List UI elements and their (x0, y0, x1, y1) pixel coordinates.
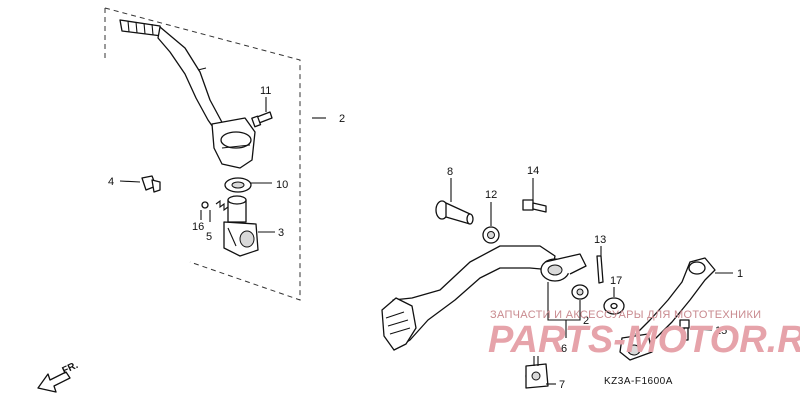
front-direction-arrow-icon (37, 371, 71, 393)
callout-8: 8 (447, 166, 453, 178)
callout-2: 2 (339, 113, 345, 125)
callout-4: 4 (108, 176, 114, 188)
pedal-dust-seal[interactable] (482, 226, 500, 244)
cotter-pin[interactable] (596, 255, 604, 284)
spring[interactable] (215, 199, 229, 212)
spring-joint-7[interactable] (525, 356, 549, 389)
callout-6: 6 (561, 343, 567, 355)
ball[interactable] (201, 201, 209, 209)
kick-shaft-bolt[interactable] (141, 175, 161, 193)
callout-5: 5 (206, 231, 212, 243)
kick-boss[interactable] (223, 195, 259, 257)
callout-2-secondary: 2 (583, 315, 589, 327)
callout-12: 12 (485, 189, 497, 201)
pedal-washer[interactable] (571, 284, 589, 300)
brake-pedal[interactable] (381, 245, 587, 351)
washer-17[interactable] (603, 297, 625, 315)
kick-assembly-frame (104, 7, 301, 301)
callout-1: 1 (737, 268, 743, 280)
callout-15: 15 (715, 325, 727, 337)
callout-11: 11 (260, 85, 271, 97)
diagram-code: KZ3A-F1600A (604, 376, 673, 387)
pivot-bolt[interactable] (435, 200, 474, 225)
callout-16: 16 (192, 221, 204, 233)
callout-10: 10 (276, 179, 288, 191)
shift-lever[interactable] (619, 257, 716, 361)
bolt-15[interactable] (679, 319, 690, 341)
callout-14: 14 (527, 165, 539, 177)
direction-label: FR. (61, 360, 80, 377)
watermark-tagline: ЗАПЧАСТИ И АКСЕССУАРЫ ДЛЯ МОТОТЕХНИКИ (490, 309, 761, 321)
kick-arm-bolt[interactable] (251, 111, 273, 128)
flange-bolt-14[interactable] (522, 199, 547, 213)
kick-starter-arm[interactable] (119, 19, 256, 169)
callout-13: 13 (594, 234, 606, 246)
leader-lines (119, 97, 733, 385)
oil-seal[interactable] (224, 177, 252, 193)
callout-7: 7 (559, 379, 565, 391)
callout-3: 3 (278, 227, 284, 239)
callout-17: 17 (610, 275, 622, 287)
watermark-logo: PARTS-MOTOR.RU (488, 319, 800, 361)
